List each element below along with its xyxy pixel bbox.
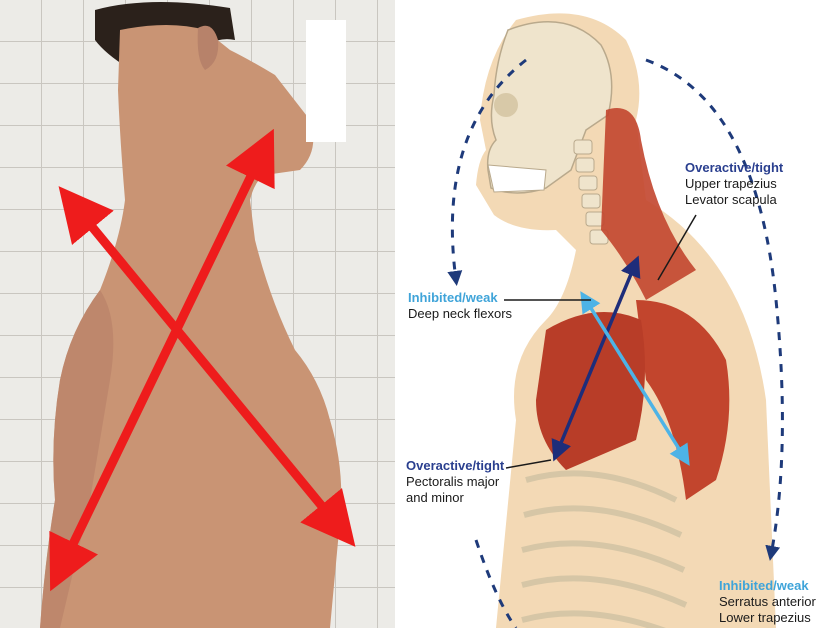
label-muscle: and minor xyxy=(406,490,504,506)
label-pectoralis: Overactive/tight Pectoralis major and mi… xyxy=(406,458,504,506)
posture-photo-panel xyxy=(0,0,395,628)
label-muscle: Deep neck flexors xyxy=(408,306,512,322)
label-deep-neck-flexors: Inhibited/weak Deep neck flexors xyxy=(408,290,512,322)
face-mask-rectangle xyxy=(306,20,346,142)
label-category: Overactive/tight xyxy=(406,458,504,473)
teeth xyxy=(488,165,546,192)
label-serratus-anterior: Inhibited/weak Serratus anterior Lower t… xyxy=(719,578,816,626)
label-category: Inhibited/weak xyxy=(719,578,809,593)
label-muscle: Pectoralis major xyxy=(406,474,504,490)
label-muscle: Serratus anterior xyxy=(719,594,816,610)
label-category: Overactive/tight xyxy=(685,160,783,175)
label-muscle: Upper trapezius xyxy=(685,176,783,192)
label-muscle: Levator scapula xyxy=(685,192,783,208)
posture-photo xyxy=(0,0,395,628)
label-muscle: Lower trapezius xyxy=(719,610,816,626)
label-upper-trapezius: Overactive/tight Upper trapezius Levator… xyxy=(685,160,783,208)
anatomy-diagram-panel: Overactive/tight Upper trapezius Levator… xyxy=(396,0,826,628)
label-category: Inhibited/weak xyxy=(408,290,498,305)
eye-socket xyxy=(494,93,518,117)
